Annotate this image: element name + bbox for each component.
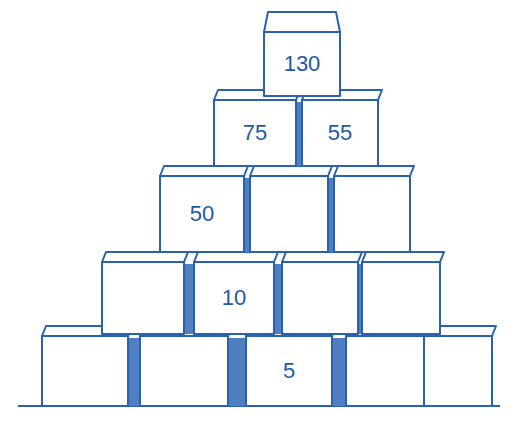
number-block: 130 [264, 32, 340, 96]
block-number: 55 [328, 122, 352, 144]
number-block: 50 [160, 176, 244, 252]
block-number: 5 [283, 360, 295, 382]
block-number: 10 [222, 287, 246, 309]
number-block: 75 [214, 100, 296, 166]
row-five [42, 326, 496, 406]
number-block: 55 [302, 100, 378, 166]
block-number: 75 [243, 122, 267, 144]
row-two [214, 90, 382, 166]
row-one [264, 12, 340, 96]
number-block: 10 [194, 262, 274, 334]
block-number: 50 [190, 203, 214, 225]
row-four [102, 252, 444, 334]
row-three [160, 166, 414, 252]
block-number: 130 [284, 53, 321, 75]
number-block: 5 [246, 336, 332, 406]
